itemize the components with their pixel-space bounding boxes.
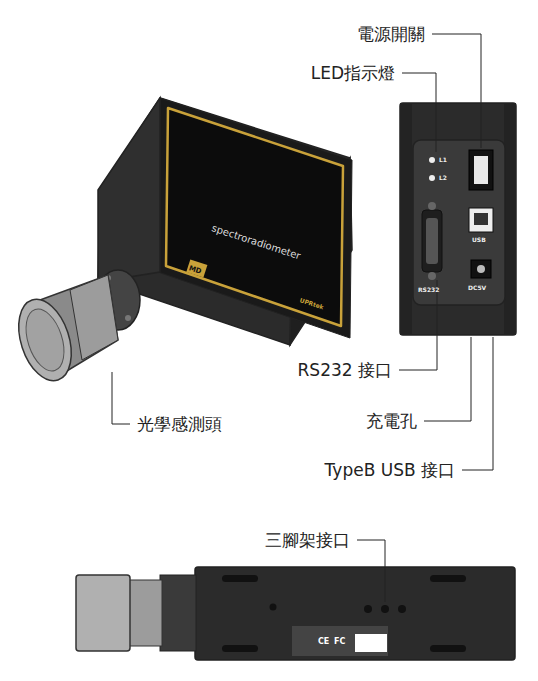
callout-label: TypeB USB 接口 (325, 460, 455, 480)
port-label: USB (472, 236, 486, 243)
port-label: DC5V (468, 284, 486, 291)
cert-mark: FC (334, 637, 345, 647)
callout-label: RS232 接口 (298, 360, 392, 380)
port-label: L2 (439, 174, 447, 181)
callout-label: 三腳架接口 (265, 530, 350, 550)
callout-label: 充電孔 (366, 411, 417, 431)
port-label: L1 (439, 156, 447, 163)
cert-mark: CE (318, 637, 329, 647)
callout-label: 電源開關 (357, 24, 425, 44)
callout-label: 光學感測頭 (137, 414, 222, 434)
port-label: RS232 (418, 286, 439, 293)
callout-label: LED指示燈 (311, 63, 395, 83)
